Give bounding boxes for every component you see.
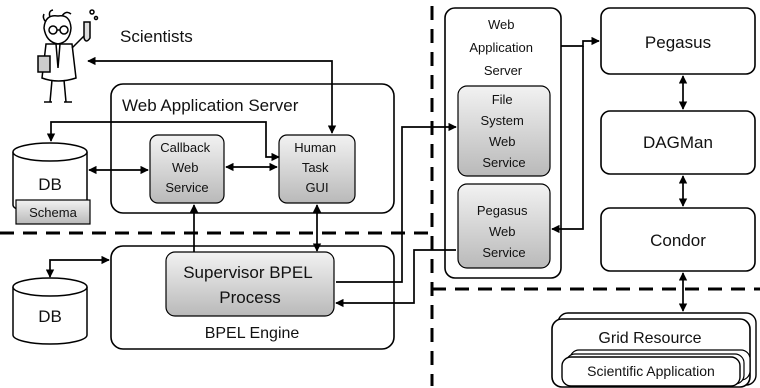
scientific-application-label: Scientific Application — [587, 363, 715, 379]
grid-resource-group: Grid Resource Scientific Application — [551, 312, 757, 388]
web-app-right-line-1: Web — [488, 17, 515, 32]
pegasus-ws-line-3: Service — [482, 245, 525, 260]
db-top-label: DB — [38, 175, 62, 194]
human-task-line-2: Task — [302, 160, 329, 175]
callback-ws-line-2: Web — [172, 160, 199, 175]
svg-text:File System Web Se: File System Web Service — [481, 92, 528, 170]
db-bottom-label: DB — [38, 307, 62, 326]
file-system-web-service-box[interactable] — [457, 85, 551, 177]
dagman-box[interactable] — [600, 110, 756, 175]
web-app-server-left-title: Web Application Server — [122, 96, 299, 115]
file-system-line-4: Service — [482, 155, 525, 170]
supervisor-bpel-process-box[interactable] — [165, 251, 335, 317]
arrow-human-task-db — [46, 121, 280, 162]
bpel-engine-label: BPEL Engine — [205, 325, 300, 342]
pegasus-ws-line-2: Web — [489, 224, 516, 239]
arrow-supervisor-file-system — [336, 122, 457, 283]
arrow-server-pegasus — [561, 36, 600, 47]
schema-label: Schema — [29, 205, 77, 220]
supervisor-line-1: Supervisor BPEL — [183, 263, 312, 282]
schema-box — [15, 199, 91, 225]
svg-text:Web Application Server: Web Application Server — [469, 17, 536, 78]
human-task-line-1: Human — [294, 140, 336, 155]
callback-ws-line-3: Service — [165, 180, 208, 195]
pegasus-ws-line-1: Pegasus — [477, 203, 528, 218]
svg-text:Pegasus Web Service: Pegasus Web Service — [477, 203, 531, 260]
arrow-db-bpel — [45, 255, 110, 278]
file-system-line-1: File — [492, 92, 513, 107]
web-app-right-line-3: Server — [484, 63, 523, 78]
human-task-gui-box[interactable] — [278, 134, 356, 204]
pegasus-web-service-box[interactable] — [457, 183, 551, 269]
pegasus-label: Pegasus — [645, 33, 711, 52]
dagman-label: DAGMan — [643, 133, 713, 152]
region-separators — [0, 6, 760, 386]
svg-text:Human Task GUI: Human Task GUI — [294, 140, 340, 195]
svg-text:Supervisor BPEL Process: Supervisor BPEL Process — [183, 263, 317, 307]
arrow-scientists-human-task — [87, 56, 337, 134]
file-system-line-2: System — [481, 113, 524, 128]
condor-label: Condor — [650, 231, 706, 250]
file-system-line-3: Web — [489, 134, 516, 149]
callback-ws-line-1: Callback — [160, 140, 210, 155]
supervisor-line-2: Process — [219, 288, 280, 307]
connectors — [45, 36, 688, 312]
database-bottom-icon — [12, 277, 88, 345]
pegasus-box[interactable] — [600, 7, 756, 75]
arrow-pegasus-ws-supervisor — [335, 249, 456, 308]
arrow-pegasus-ws-pegasus — [551, 46, 584, 234]
grid-resource-label: Grid Resource — [598, 330, 701, 347]
web-app-right-line-2: Application — [469, 40, 533, 55]
human-task-line-3: GUI — [305, 180, 328, 195]
scientist-icon — [37, 9, 99, 103]
condor-box[interactable] — [600, 207, 756, 272]
scientists-label: Scientists — [120, 27, 193, 46]
scientific-application-box[interactable] — [561, 356, 741, 387]
